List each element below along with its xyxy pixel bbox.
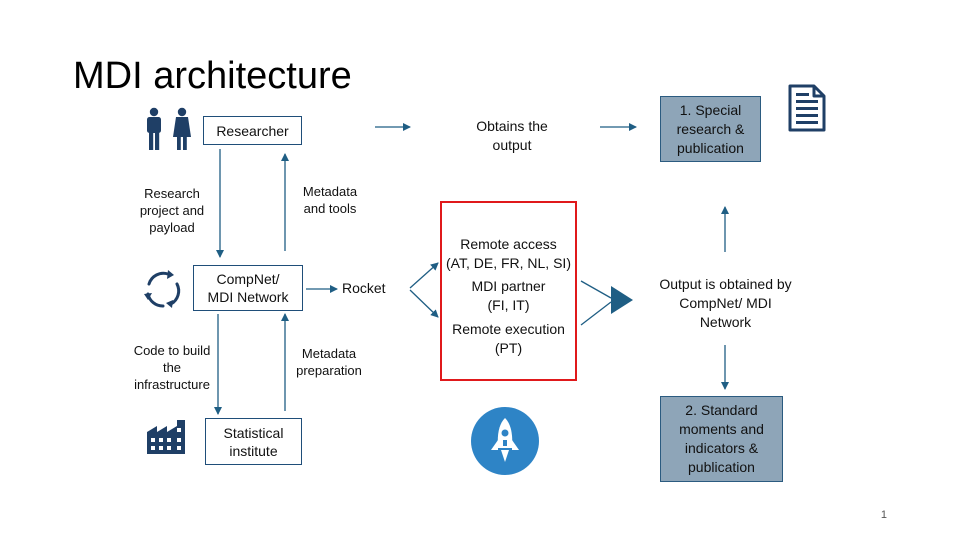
standard-moments-box: 2. Standard moments and indicators & pub… bbox=[660, 396, 783, 482]
rocket-label: Rocket bbox=[342, 280, 386, 296]
people-icon bbox=[147, 107, 191, 150]
statistical-institute-label: Statistical institute bbox=[223, 424, 284, 459]
remote-access-label: Remote access bbox=[460, 236, 557, 252]
page-title: MDI architecture bbox=[73, 55, 352, 97]
researcher-box: Researcher bbox=[203, 116, 302, 145]
special-research-label: 1. Special research & publication bbox=[676, 101, 745, 156]
researcher-label: Researcher bbox=[216, 122, 289, 139]
obtains-output-label: Obtains the output bbox=[476, 118, 548, 153]
code-build-label: Code to build the infrastructure bbox=[133, 343, 211, 392]
document-icon bbox=[788, 84, 826, 132]
compnet-box: CompNet/ MDI Network bbox=[193, 265, 303, 311]
remote-execution-countries: (PT) bbox=[494, 340, 523, 356]
cycle-arrows-icon bbox=[144, 270, 181, 308]
arrow-rocket-to-remote-top bbox=[409, 262, 439, 289]
statistical-institute-box: Statistical institute bbox=[205, 418, 302, 465]
research-project-label: Research project and payload bbox=[139, 186, 205, 235]
metadata-tools-label: Metadata and tools bbox=[302, 184, 358, 216]
page-number: 1 bbox=[880, 509, 887, 521]
output-obtained-label: Output is obtained by CompNet/ MDI Netwo… bbox=[659, 276, 792, 330]
line-remote-to-triangle-top bbox=[580, 280, 612, 299]
special-research-box: 1. Special research & publication bbox=[660, 96, 761, 162]
mdi-partner-countries: (FI, IT) bbox=[487, 297, 530, 313]
metadata-preparation-label: Metadata preparation bbox=[296, 346, 362, 378]
factory-icon bbox=[147, 420, 185, 454]
remote-access-box: Remote access (AT, DE, FR, NL, SI) MDI p… bbox=[440, 201, 577, 381]
rocket-icon bbox=[471, 407, 539, 475]
arrow-rocket-to-remote-bottom bbox=[409, 289, 439, 318]
remote-execution-label: Remote execution bbox=[452, 321, 565, 337]
mdi-partner-label: MDI partner bbox=[471, 278, 546, 294]
standard-moments-label: 2. Standard moments and indicators & pub… bbox=[679, 402, 764, 475]
play-triangle-icon bbox=[611, 286, 633, 314]
line-remote-to-triangle-bottom bbox=[580, 301, 612, 326]
remote-access-countries: (AT, DE, FR, NL, SI) bbox=[446, 255, 571, 271]
compnet-label: CompNet/ MDI Network bbox=[207, 271, 289, 305]
